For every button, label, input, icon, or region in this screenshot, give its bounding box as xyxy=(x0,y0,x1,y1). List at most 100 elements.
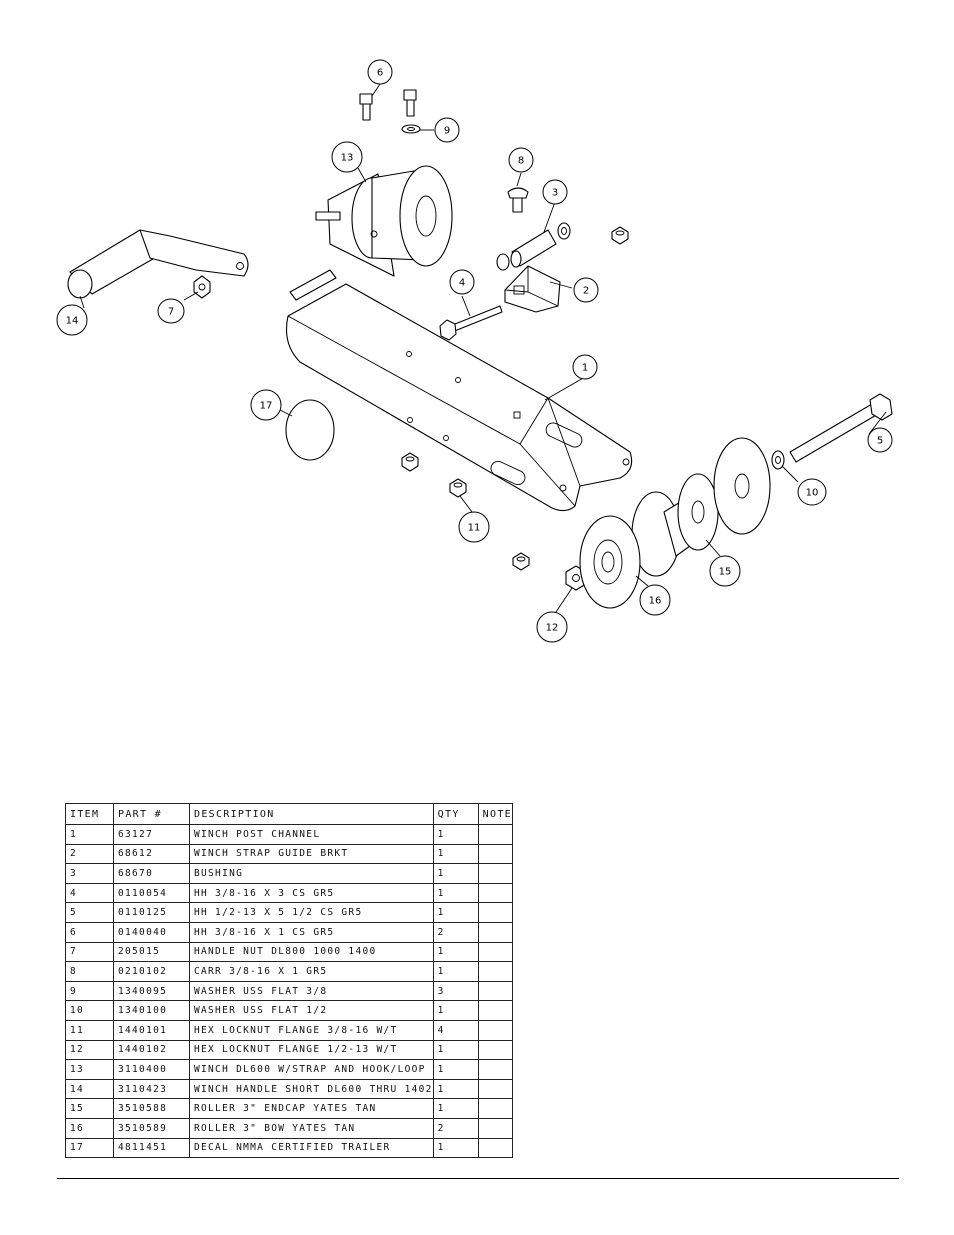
winch-handle xyxy=(67,229,249,299)
callout-10: 10 xyxy=(797,478,827,506)
washer-3-8 xyxy=(401,124,421,134)
table-cell-item: 12 xyxy=(65,1039,114,1061)
table-cell-description: DECAL NMMA CERTIFIED TRAILER xyxy=(189,1137,434,1159)
table-cell-part-number: 3110400 xyxy=(113,1059,190,1080)
callout-label: 11 xyxy=(468,523,481,534)
table-cell-part-number: 63127 xyxy=(113,824,190,845)
washer-1-2 xyxy=(771,450,785,470)
table-cell-qty: 1 xyxy=(432,961,479,982)
callout-label: 10 xyxy=(806,488,819,499)
callout-label: 2 xyxy=(583,286,589,297)
hex-locknuts-3-8 xyxy=(401,226,629,571)
table-cell-item: 11 xyxy=(65,1019,114,1041)
hex-bolt-1-2-x-5-1-2 xyxy=(789,393,893,463)
table-header-row: ITEM PART # DESCRIPTION QTY NOTE xyxy=(65,803,513,825)
table-cell-qty: 1 xyxy=(432,902,479,923)
table-cell-part-number: 3510589 xyxy=(113,1117,190,1139)
table-cell-note xyxy=(477,961,513,982)
table-cell-description: HH 3/8-16 X 3 CS GR5 xyxy=(189,882,434,904)
header-part-number: PART # xyxy=(113,803,190,825)
table-cell-description: HH 1/2-13 X 5 1/2 CS GR5 xyxy=(189,902,434,923)
table-cell-note xyxy=(477,1078,513,1100)
callout-label: 6 xyxy=(377,68,383,79)
table-cell-item: 14 xyxy=(65,1078,114,1100)
callout-circle xyxy=(536,611,568,643)
table-cell-qty: 1 xyxy=(432,1078,479,1100)
callout-16: 16 xyxy=(639,584,671,616)
callout-15: 15 xyxy=(709,555,741,587)
channel-pin xyxy=(289,269,337,301)
callout-circle xyxy=(709,555,741,587)
table-cell-part-number: 1340095 xyxy=(113,980,190,1002)
callout-3: 3 xyxy=(542,179,568,205)
callout-circle xyxy=(250,389,282,421)
callout-13: 13 xyxy=(331,141,363,173)
table-cell-item: 4 xyxy=(65,882,114,904)
table-cell-note xyxy=(477,1059,513,1080)
callout-circle xyxy=(867,427,893,453)
table-cell-qty: 1 xyxy=(432,1000,479,1021)
hex-bolt-3-8-x-3 xyxy=(439,305,503,341)
table-cell-qty: 4 xyxy=(432,1019,479,1041)
handle-nut xyxy=(193,275,211,299)
callout-label: 12 xyxy=(546,623,559,634)
table-cell-item: 8 xyxy=(65,961,114,982)
callout-label: 13 xyxy=(341,153,354,164)
table-cell-item: 1 xyxy=(65,824,114,845)
table-cell-qty: 1 xyxy=(432,863,479,884)
table-cell-item: 13 xyxy=(65,1059,114,1080)
callout-label: 1 xyxy=(582,363,588,374)
table-cell-qty: 1 xyxy=(432,1137,479,1159)
callout-17: 17 xyxy=(250,389,282,421)
table-cell-description: HEX LOCKNUT FLANGE 1/2-13 W/T xyxy=(189,1039,434,1061)
table-cell-qty: 1 xyxy=(432,1098,479,1119)
callout-circle xyxy=(331,141,363,173)
table-cell-qty: 1 xyxy=(432,882,479,904)
table-cell-item: 7 xyxy=(65,941,114,963)
callout-5: 5 xyxy=(867,427,893,453)
hex-bolts-3-8-x-1 xyxy=(359,89,417,121)
table-cell-part-number: 1440102 xyxy=(113,1039,190,1061)
table-cell-item: 15 xyxy=(65,1098,114,1119)
table-cell-part-number: 1440101 xyxy=(113,1019,190,1041)
callout-circle xyxy=(458,511,490,543)
callout-label: 5 xyxy=(877,436,883,447)
table-cell-description: WASHER USS FLAT 3/8 xyxy=(189,980,434,1002)
table-cell-qty: 1 xyxy=(432,843,479,865)
callout-7: 7 xyxy=(157,298,185,324)
callout-label: 4 xyxy=(459,278,465,289)
table-cell-description: HANDLE NUT DL800 1000 1400 xyxy=(189,941,434,963)
table-cell-description: HEX LOCKNUT FLANGE 3/8-16 W/T xyxy=(189,1019,434,1041)
table-cell-qty: 1 xyxy=(432,941,479,963)
header-description: DESCRIPTION xyxy=(189,803,434,825)
winch-post-channel xyxy=(285,283,633,512)
table-cell-description: WINCH POST CHANNEL xyxy=(189,824,434,845)
callout-14: 14 xyxy=(56,304,88,336)
callout-8: 8 xyxy=(508,147,534,173)
callout-circle xyxy=(434,117,460,143)
bushing xyxy=(496,222,571,271)
table-cell-item: 16 xyxy=(65,1117,114,1139)
callout-circle xyxy=(573,277,599,303)
callout-label: 16 xyxy=(649,596,662,607)
winch xyxy=(315,165,453,277)
table-cell-description: ROLLER 3" BOW YATES TAN xyxy=(189,1117,434,1139)
table-cell-note xyxy=(477,1137,513,1159)
callout-label: 17 xyxy=(260,401,273,412)
callout-1: 1 xyxy=(572,354,598,380)
header-note: NOTE xyxy=(477,803,513,825)
